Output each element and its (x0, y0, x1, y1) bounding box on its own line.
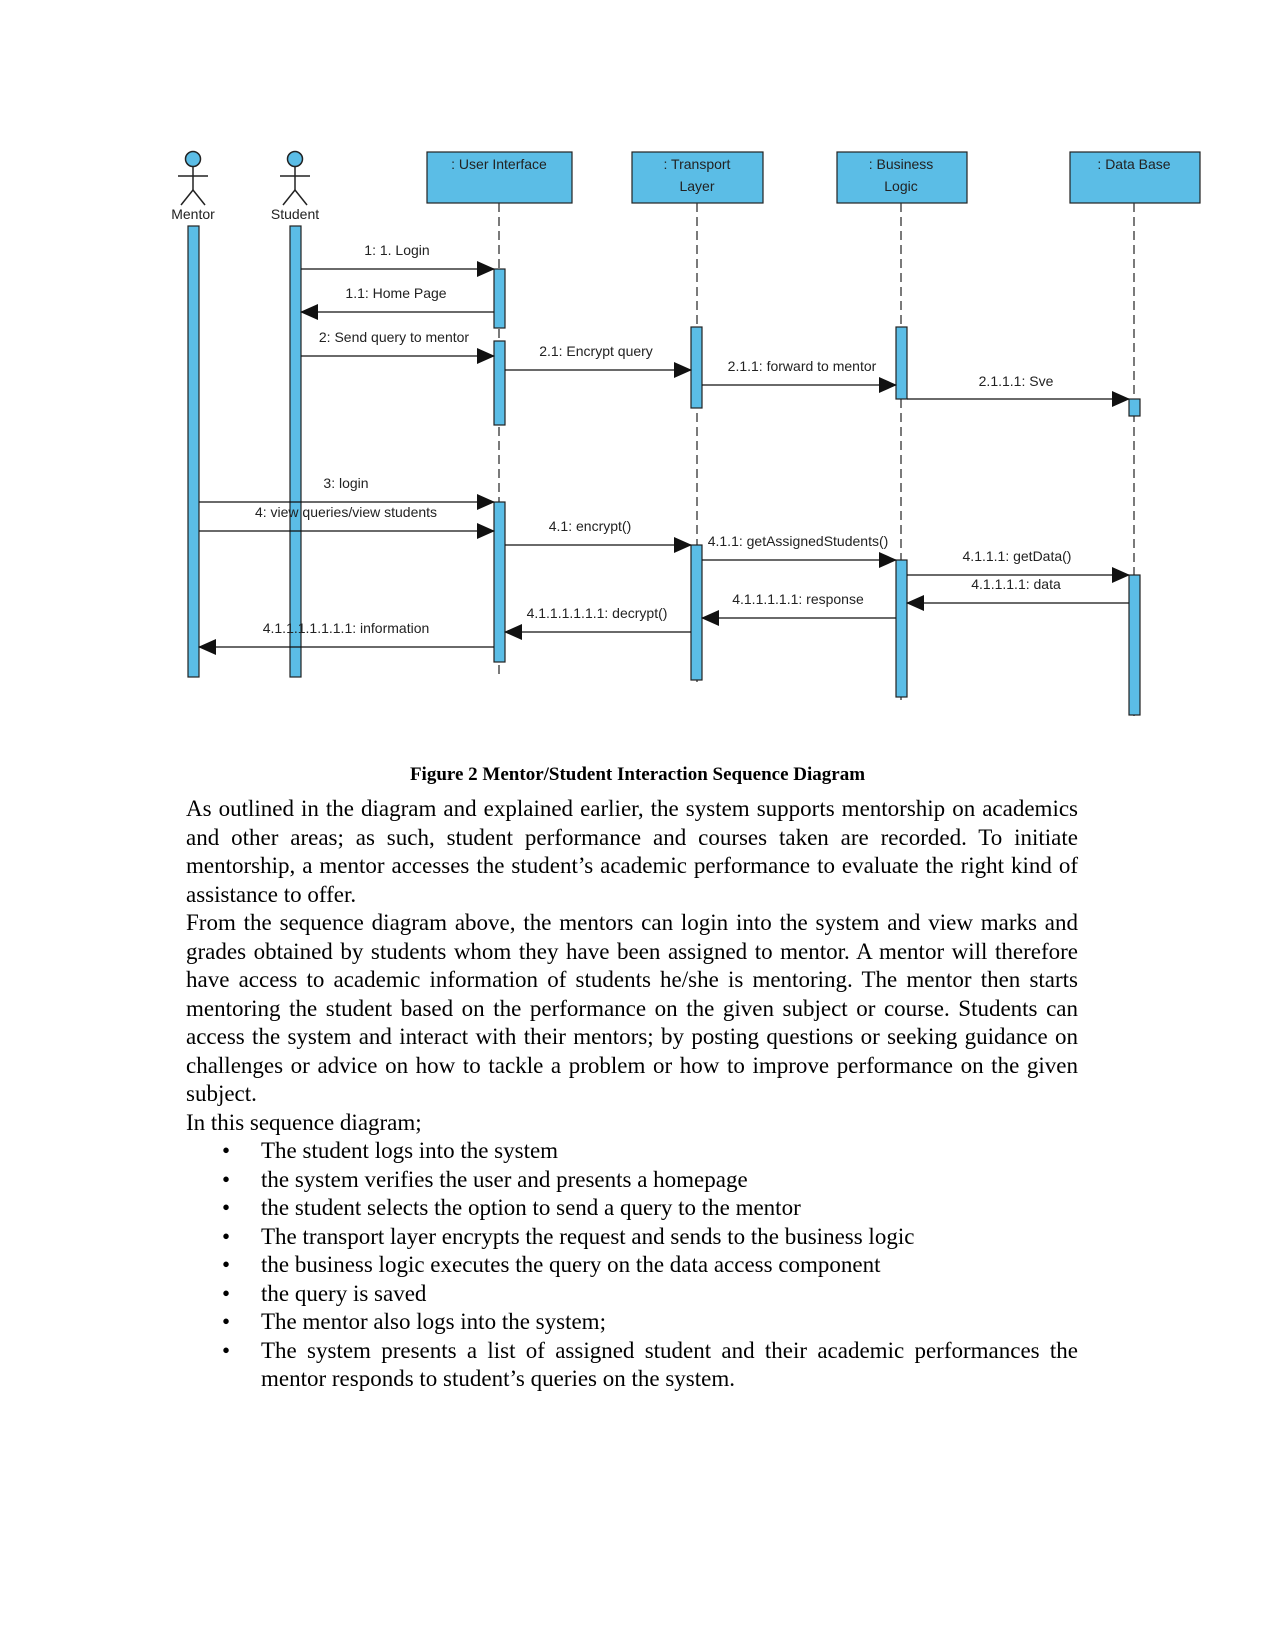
activation-bar (493, 268, 506, 329)
message-label: 4.1.1.1.1.1.1.1: information (263, 620, 430, 636)
message-2-1-1-forward: 2.1.1: forward to mentor (702, 358, 897, 393)
bullet-icon: • (222, 1223, 231, 1249)
list-item: • The transport layer encrypts the reques… (186, 1223, 1078, 1252)
message-label: 2: Send query to mentor (319, 329, 470, 345)
bullet-list: • The student logs into the system • the s… (186, 1137, 1078, 1394)
body-text: As outlined in the diagram and explained… (186, 795, 1078, 1394)
actor-label-mentor: Mentor (171, 206, 215, 222)
activation-bar (690, 544, 703, 681)
list-item: • the student selects the option to send … (186, 1194, 1078, 1223)
actor-mentor: Mentor (171, 150, 215, 222)
message-4-1-1-1-1-data: 4.1.1.1.1: data (906, 576, 1129, 611)
paragraph: As outlined in the diagram and explained… (186, 796, 1078, 907)
list-item-text: the query is saved (261, 1280, 427, 1306)
message-label: 1: 1. Login (364, 242, 429, 258)
stick-figure-icon (178, 150, 208, 206)
list-item-text: The mentor also logs into the system; (261, 1309, 606, 1334)
message-label: 4.1: encrypt() (549, 518, 631, 534)
lifeline-dashes (498, 203, 1135, 718)
bullet-icon: • (222, 1195, 231, 1220)
message-1-1-home-page: 1.1: Home Page (300, 285, 494, 320)
actor-label-student: Student (271, 206, 319, 222)
message-label: 2.1.1.1: Sve (979, 373, 1054, 389)
sequence-diagram: Mentor Student : User Interface : Transp… (171, 150, 1201, 718)
message-label: 4.1.1.1.1.1.1: decrypt() (527, 605, 668, 621)
activation-bar (1128, 398, 1141, 417)
list-item: • the business logic executes the query o… (186, 1251, 1078, 1280)
message-label: 1.1: Home Page (345, 285, 446, 301)
bullet-icon: • (222, 1252, 231, 1277)
message-4-1-1-1-get-data: 4.1.1.1: getData() (907, 548, 1130, 583)
actor-student: Student (271, 150, 319, 222)
list-item: • the query is saved (186, 1280, 1078, 1309)
bullet-icon: • (222, 1166, 231, 1192)
activation-bar (895, 326, 908, 400)
list-item: • the system verifies the user and presen… (186, 1166, 1078, 1195)
lifeline-label: : Transport (664, 156, 731, 172)
message-3-login: 3: login (199, 475, 495, 510)
message-label: 4.1.1: getAssignedStudents() (708, 533, 889, 549)
lifeline-transport-layer: : Transport Layer (631, 151, 764, 204)
message-4-1-1-get-assigned: 4.1.1: getAssignedStudents() (702, 533, 897, 568)
message-4-1-encrypt: 4.1: encrypt() (505, 518, 692, 553)
message-1-login: 1: 1. Login (301, 242, 495, 277)
list-item-text: The system presents a list of assigned s… (261, 1337, 1078, 1392)
figure-caption: Figure 2 Mentor/Student Interaction Sequ… (409, 764, 866, 785)
bullet-icon: • (222, 1138, 231, 1163)
message-label: 2.1.1: forward to mentor (728, 358, 877, 374)
message-decrypt: 4.1.1.1.1.1.1: decrypt() (504, 605, 691, 640)
list-item-text: the student selects the option to send a… (261, 1195, 801, 1220)
lifeline-data-base: : Data Base (1069, 151, 1201, 204)
bullet-icon: • (222, 1337, 231, 1363)
lifeline-label: : Business (869, 156, 934, 172)
list-item: • The student logs into the system (186, 1137, 1078, 1166)
activation-bars (187, 225, 1141, 716)
message-label: 2.1: Encrypt query (539, 343, 653, 359)
lifeline-label: Logic (884, 178, 917, 194)
message-2-send-query: 2: Send query to mentor (301, 329, 495, 364)
activation-bar (1128, 574, 1141, 716)
lifeline-user-interface: : User Interface (426, 151, 573, 204)
message-label: 4.1.1.1.1: data (971, 576, 1061, 592)
lifeline-label: : Data Base (1097, 156, 1170, 172)
paragraph: From the sequence diagram above, the men… (186, 910, 1078, 1106)
bullet-icon: • (222, 1309, 231, 1334)
list-item-text: the system verifies the user and present… (261, 1166, 748, 1192)
lifeline-label: : User Interface (451, 156, 547, 172)
activation-bar (493, 501, 506, 663)
lifeline-business-logic: : Business Logic (836, 151, 968, 204)
paragraph: In this sequence diagram; (186, 1109, 422, 1135)
activation-bar (493, 340, 506, 426)
activation-bar (187, 225, 200, 678)
message-2-1-encrypt-query: 2.1: Encrypt query (505, 343, 692, 378)
list-item-text: The student logs into the system (261, 1138, 559, 1163)
message-label: 4: view queries/view students (255, 504, 437, 520)
bullet-icon: • (222, 1280, 231, 1306)
message-response: 4.1.1.1.1.1: response (701, 591, 896, 626)
message-information: 4.1.1.1.1.1.1.1: information (198, 620, 494, 655)
message-2-1-1-1-save: 2.1.1.1: Sve (907, 373, 1130, 407)
lifeline-label: Layer (679, 178, 714, 194)
list-item-text: the business logic executes the query on… (261, 1252, 881, 1277)
activation-bar (895, 559, 908, 698)
activation-bar (690, 326, 703, 409)
list-item-text: The transport layer encrypts the request… (261, 1223, 915, 1249)
list-item: • The system presents a list of assigned … (186, 1337, 1078, 1394)
message-label: 3: login (323, 475, 368, 491)
message-label: 4.1.1.1.1.1: response (732, 591, 864, 607)
activation-bar (289, 225, 302, 678)
message-4-view-queries: 4: view queries/view students (199, 504, 495, 539)
stick-figure-icon (280, 150, 310, 206)
list-item: • The mentor also logs into the system; (186, 1308, 1078, 1337)
message-label: 4.1.1.1: getData() (963, 548, 1072, 564)
